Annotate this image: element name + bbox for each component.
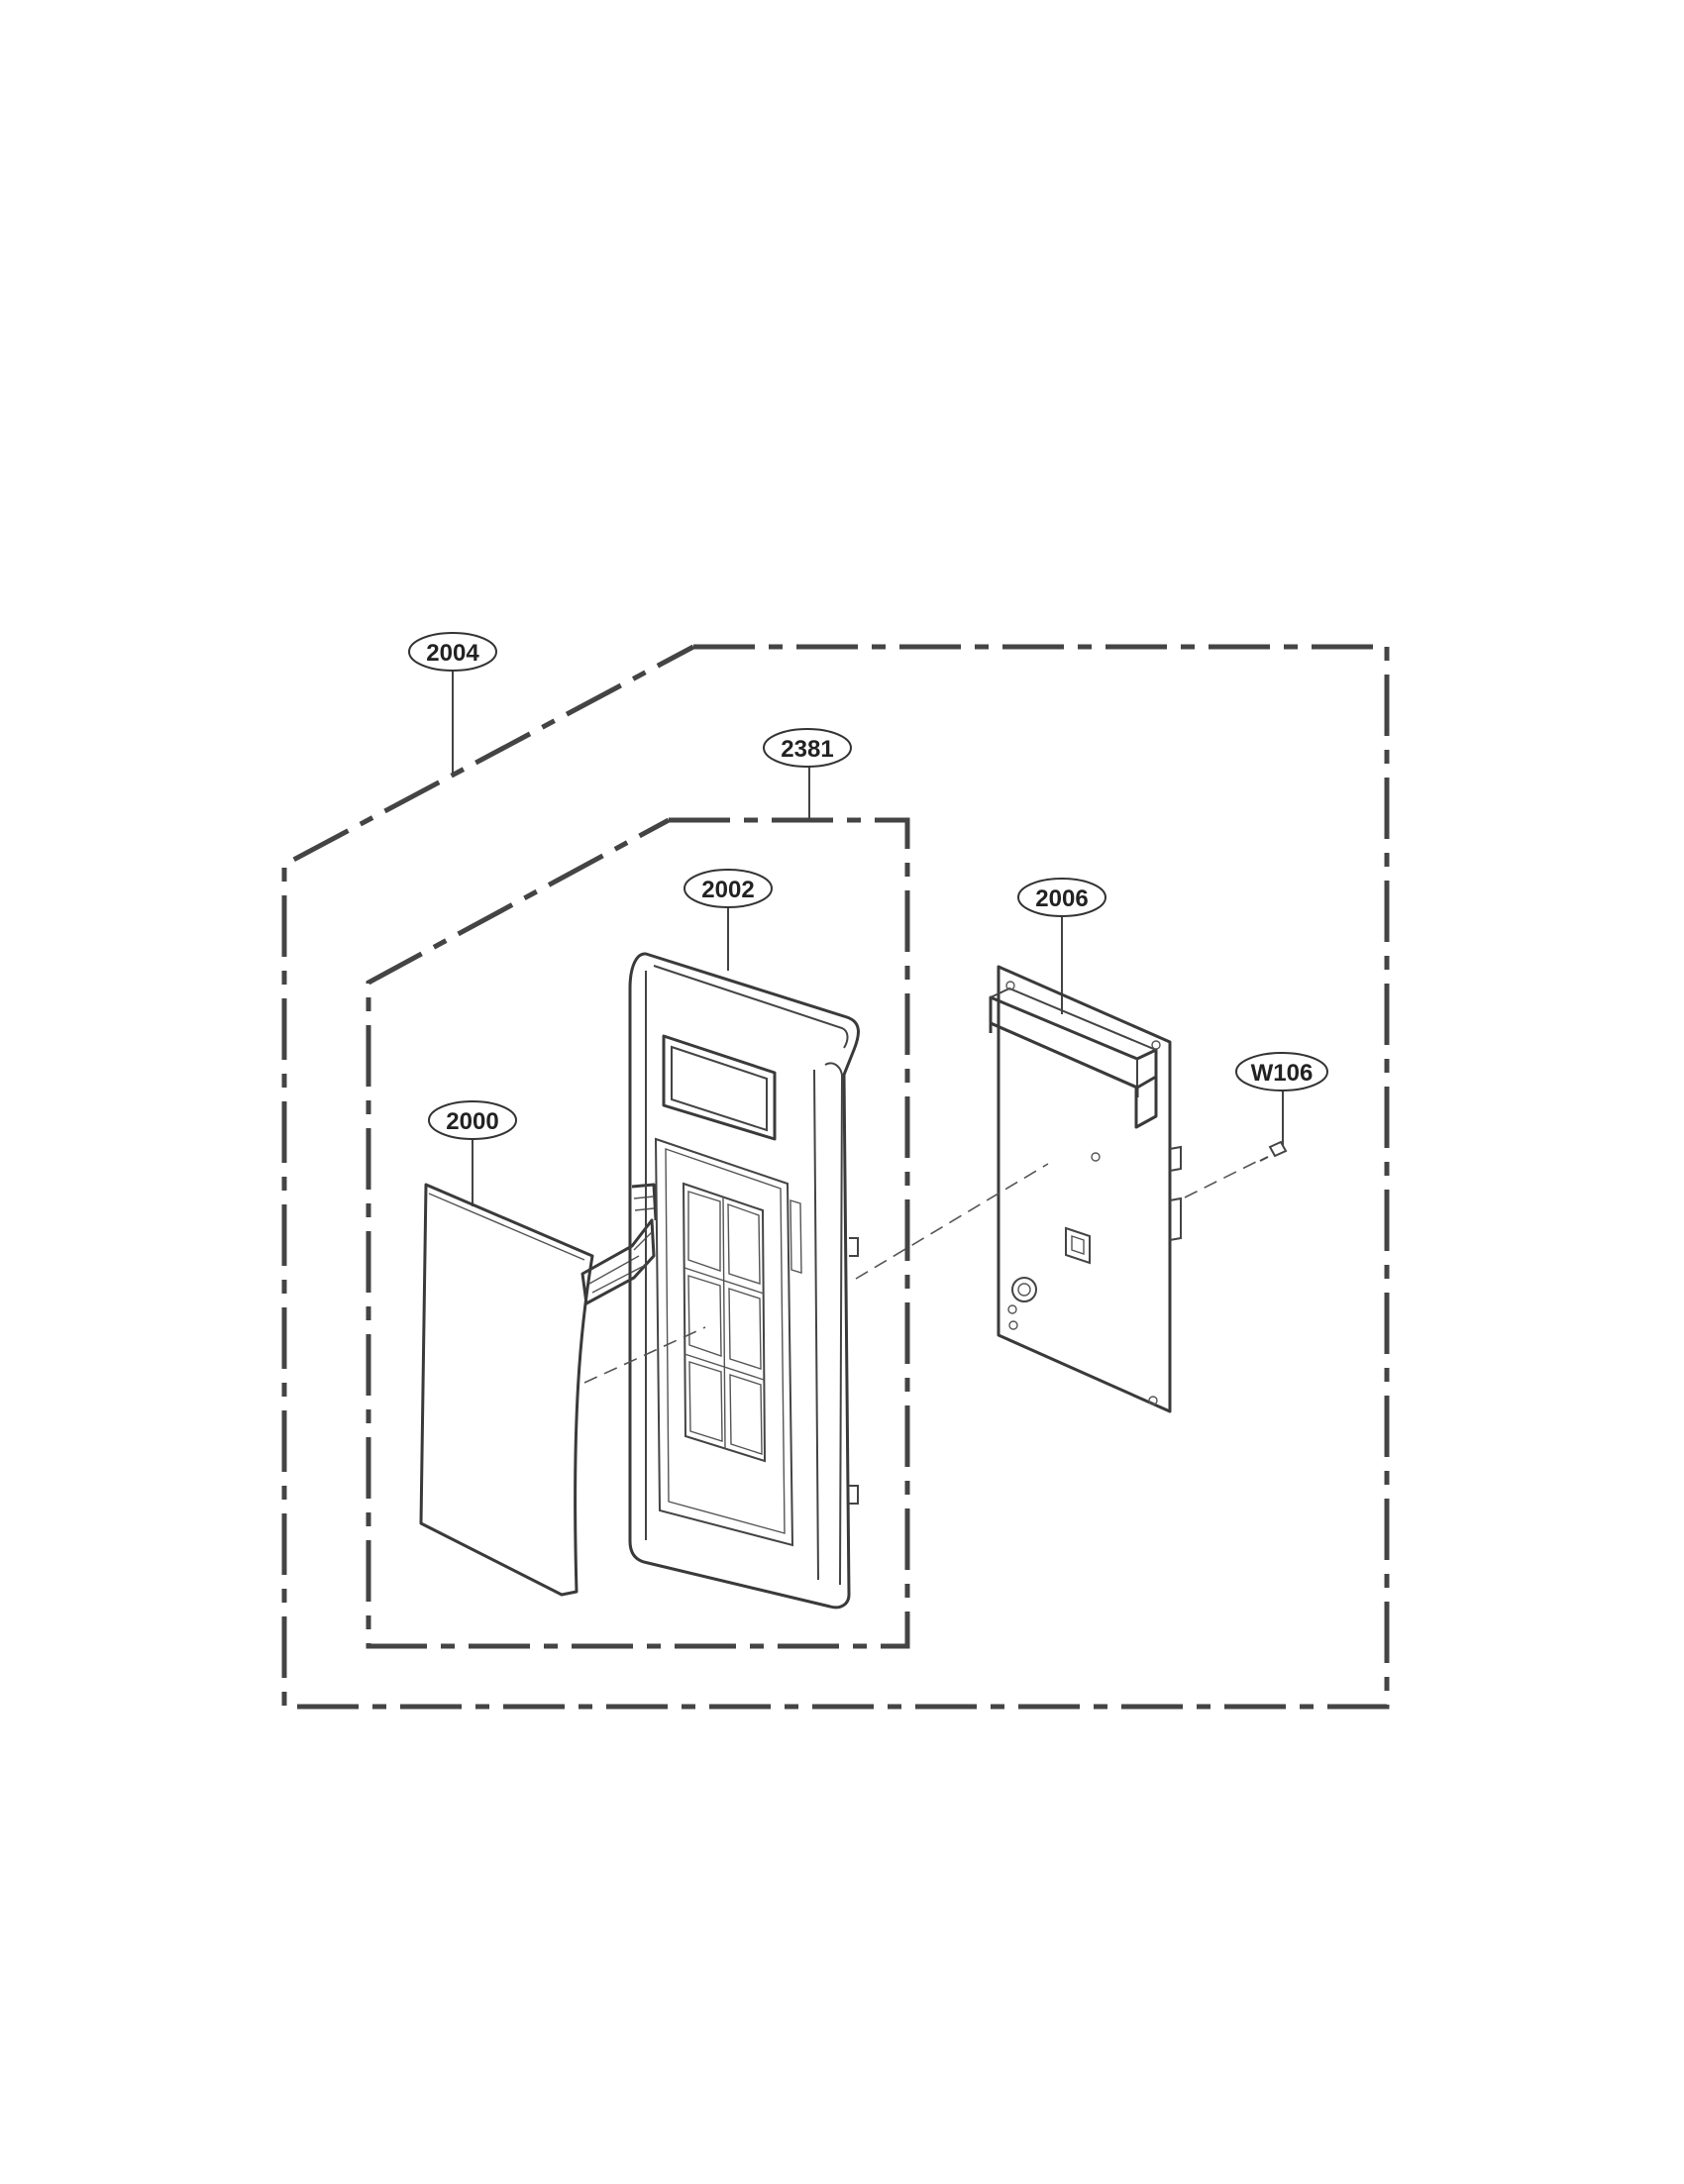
callout-W106: W106 (1235, 1052, 1328, 1092)
part-2002-control-panel (628, 952, 860, 1610)
callout-label: 2381 (781, 736, 833, 763)
part-2006-pcb (989, 965, 1182, 1413)
callout-label: 2000 (446, 1108, 498, 1135)
callout-label: 2002 (701, 877, 754, 903)
part-W106-screw (1259, 1140, 1288, 1162)
callout-label: 2004 (426, 640, 479, 667)
leader-lines (452, 671, 1284, 1206)
assembly-center-lines (583, 1160, 1259, 1384)
callout-label: W106 (1251, 1060, 1314, 1087)
callout-2000: 2000 (428, 1100, 517, 1140)
callout-2002: 2002 (684, 869, 773, 908)
callout-label: 2006 (1035, 885, 1088, 912)
assembly-boundary-2004 (281, 644, 1390, 1710)
callout-2381: 2381 (763, 728, 852, 768)
callout-2006: 2006 (1017, 878, 1106, 917)
subassembly-boundary-2381 (366, 817, 910, 1649)
part-2000-membrane (419, 1183, 658, 1597)
callout-2004: 2004 (408, 632, 497, 672)
